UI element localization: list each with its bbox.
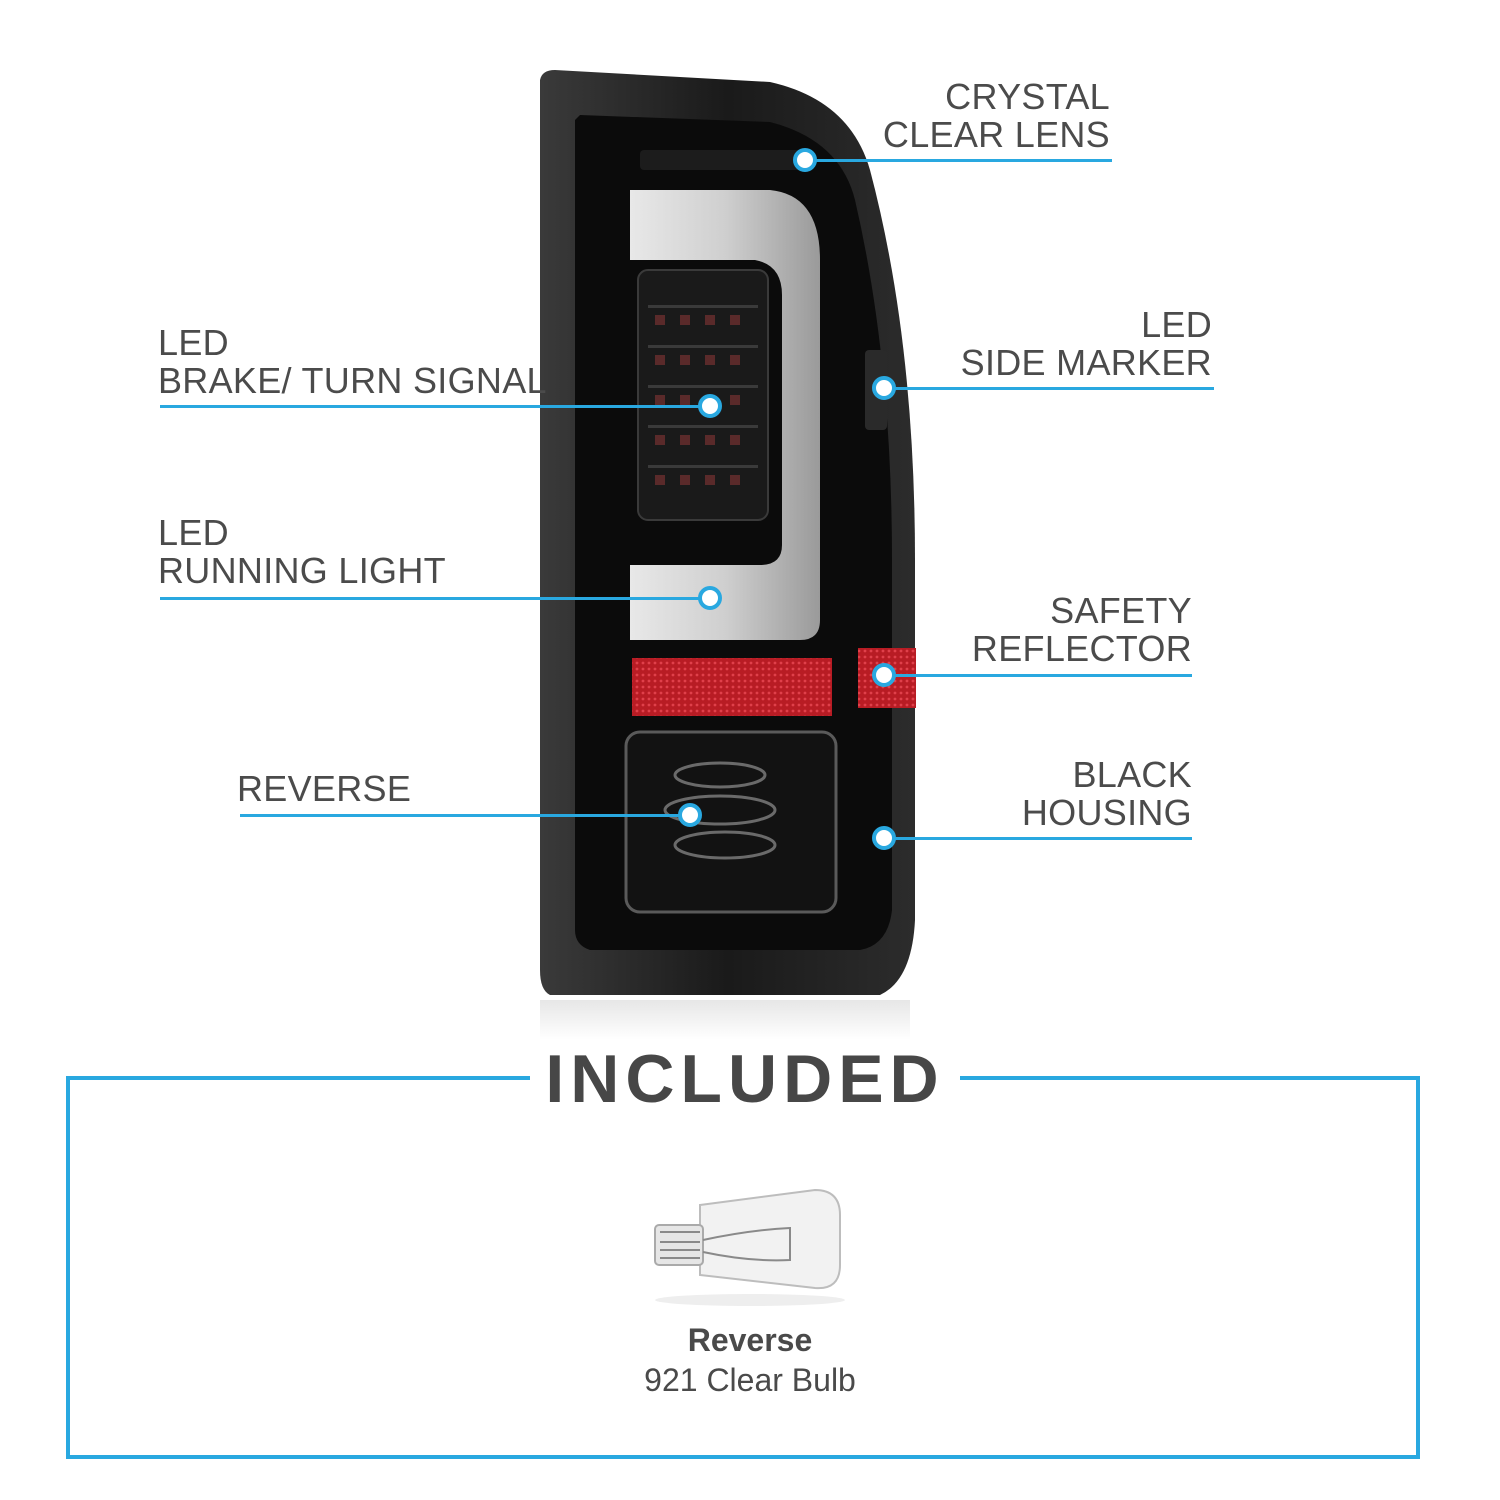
callout-dot-safety-reflector: [872, 663, 896, 687]
callout-line-brake-turn: [160, 405, 710, 408]
callout-line-side-marker: [884, 387, 1214, 390]
label-led-brake-turn-signal: LED BRAKE/ TURN SIGNAL: [158, 322, 547, 401]
callout-line-running-light: [160, 597, 710, 600]
tail-lamp-image: [540, 70, 916, 1040]
label-led-side-marker: LED SIDE MARKER: [960, 304, 1212, 383]
label-crystal-clear-lens: CRYSTAL CLEAR LENS: [882, 76, 1110, 155]
callout-line-black-housing: [884, 837, 1192, 840]
label-reverse: REVERSE: [237, 768, 412, 809]
callout-dot-crystal-lens: [793, 148, 817, 172]
label-safety-reflector: SAFETY REFLECTOR: [971, 590, 1192, 669]
label-black-housing: BLACK HOUSING: [1021, 754, 1192, 833]
callout-line-safety-reflector: [884, 674, 1192, 677]
reverse-housing: [624, 730, 838, 914]
callout-dot-brake-turn: [698, 394, 722, 418]
running-light-tube: [630, 190, 820, 640]
callout-line-reverse: [240, 814, 690, 817]
callout-dot-side-marker: [872, 376, 896, 400]
reflector-center: [632, 658, 832, 716]
callout-dot-running-light: [698, 586, 722, 610]
label-led-running-light: LED RUNNING LIGHT: [158, 512, 446, 591]
included-item-description: 921 Clear Bulb: [644, 1362, 856, 1398]
included-item-name: Reverse: [687, 1322, 813, 1358]
callout-dot-reverse: [678, 803, 702, 827]
callout-line-crystal-lens: [805, 159, 1112, 162]
included-title: INCLUDED: [540, 1040, 950, 1118]
callout-dot-black-housing: [872, 826, 896, 850]
bulb-image: [654, 1188, 845, 1306]
